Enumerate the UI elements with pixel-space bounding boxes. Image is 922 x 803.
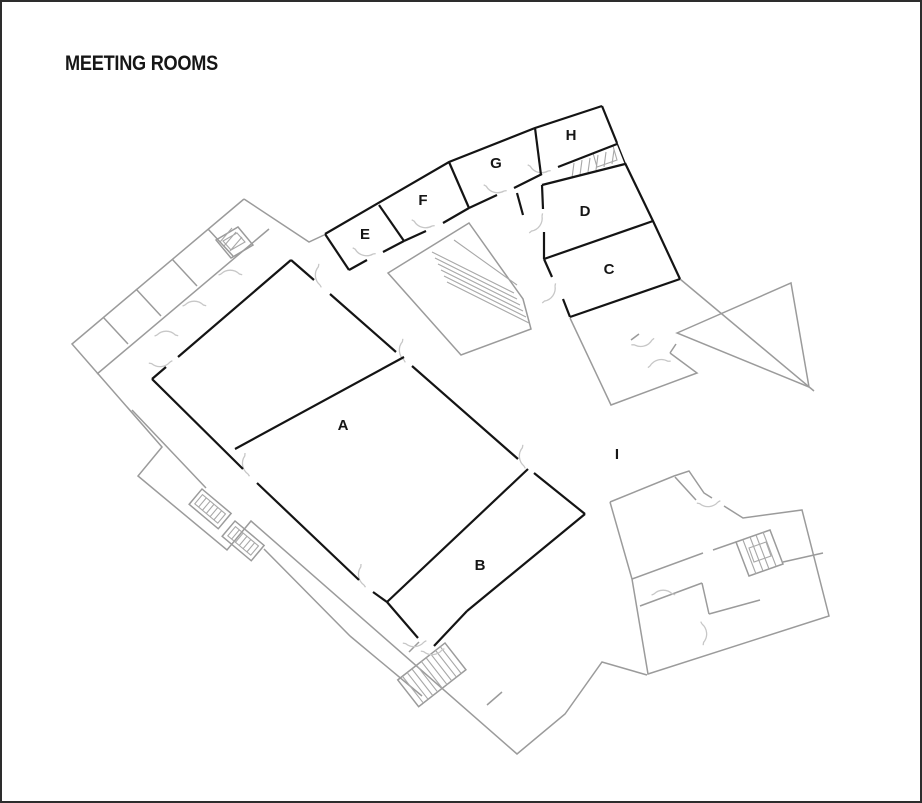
meeting-room-walls	[151, 104, 681, 647]
room-label-i: I	[615, 446, 619, 463]
top-band-rooms	[324, 104, 626, 271]
stairs-icon	[735, 529, 784, 577]
escalator-icon	[221, 519, 266, 562]
room-labels: A B C D E F G H I	[338, 127, 620, 574]
right-band-rooms	[515, 162, 681, 319]
room-label-a: A	[338, 417, 349, 434]
room-label-e: E	[360, 226, 370, 243]
background-building	[70, 145, 830, 755]
room-label-b: B	[475, 557, 486, 574]
page-title: MEETING ROOMS	[65, 51, 218, 75]
right-corridor	[569, 278, 815, 406]
stairs-icon	[214, 226, 255, 259]
room-label-g: G	[490, 155, 502, 172]
stairs-icon	[386, 221, 532, 356]
hall-outline	[151, 259, 586, 647]
room-label-d: D	[580, 203, 591, 220]
room-label-h: H	[566, 127, 577, 144]
door-swings	[148, 155, 722, 663]
room-label-c: C	[604, 261, 615, 278]
bottom-right-wing	[609, 470, 830, 675]
divider-a-b	[386, 468, 529, 603]
building-outer-edge	[70, 198, 648, 755]
stairs-icon	[396, 641, 467, 708]
room-label-f: F	[418, 192, 427, 209]
divider-a-top	[234, 356, 405, 450]
ramp	[675, 281, 810, 389]
stairs-icon	[571, 145, 618, 179]
escalator-icon	[188, 487, 233, 530]
